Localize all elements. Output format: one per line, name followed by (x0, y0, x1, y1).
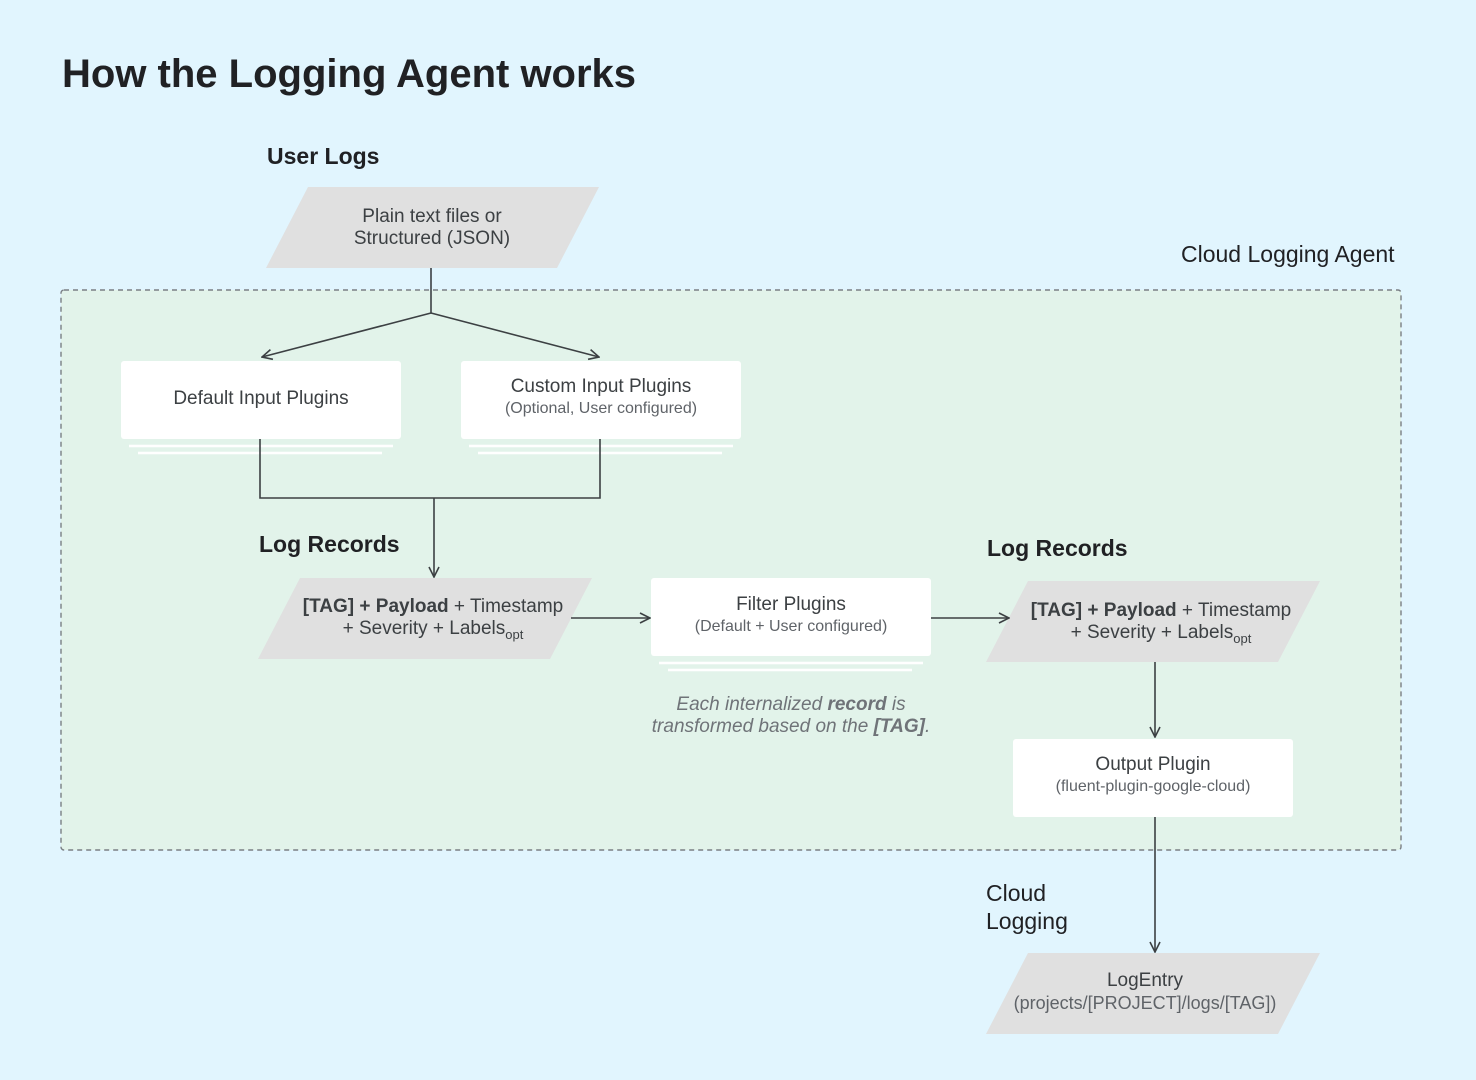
cloud-logging-agent-heading: Cloud Logging Agent (1181, 241, 1395, 267)
record-right-severity-labels: + Severity + Labels (1070, 622, 1234, 643)
transform-note-line1: Each internalized record is (611, 694, 971, 716)
record-left: [TAG] + Payload + Timestamp + Severity +… (275, 596, 591, 646)
record-right-line2: + Severity + Labelsopt (1003, 622, 1319, 650)
record-right-opt: opt (1233, 630, 1252, 646)
note-part4: . (924, 716, 931, 737)
note-part2: is (886, 694, 906, 715)
transform-note: Each internalized record is transformed … (611, 694, 971, 738)
record-left-plus: + (354, 596, 376, 617)
user-logs-source: Plain text files or Structured (JSON) (282, 206, 582, 250)
default-input-label: Default Input Plugins (173, 388, 349, 409)
cloud-logging-heading-line1: Cloud (986, 880, 1047, 906)
output-sublabel: (fluent-plugin-google-cloud) (1055, 778, 1251, 795)
record-right-line1: [TAG] + Payload + Timestamp (1003, 600, 1319, 622)
note-part1: Each internalized (676, 694, 828, 715)
record-left-line2: + Severity + Labelsopt (275, 618, 591, 646)
record-left-shape (258, 578, 592, 659)
record-right-tag: [TAG] (1030, 600, 1083, 621)
transform-note-line2: transformed based on the [TAG]. (611, 716, 971, 738)
note-tag: [TAG] (873, 716, 925, 737)
cloud-logging-heading-line2: Logging (986, 908, 1068, 934)
note-part3: transformed based on the (651, 716, 874, 737)
log-entry: LogEntry (projects/[PROJECT]/logs/[TAG]) (995, 970, 1295, 1014)
log-records-right-heading: Log Records (987, 535, 1128, 561)
output-label: Output Plugin (1095, 754, 1211, 775)
output-box (1013, 739, 1293, 817)
record-right: [TAG] + Payload + Timestamp + Severity +… (1003, 600, 1319, 650)
filter-sublabel: (Default + User configured) (694, 618, 888, 635)
default-input-plugins: Default Input Plugins (121, 388, 401, 410)
filter-plugins: Filter Plugins (Default + User configure… (651, 594, 931, 638)
arrow-to-custom-input (430, 312, 599, 357)
arrow-to-default-input (262, 312, 432, 357)
record-left-payload: Payload (375, 596, 449, 617)
log-entry-label: LogEntry (1106, 970, 1184, 991)
cloud-logging-heading: Cloud Logging (986, 879, 1068, 935)
user-logs-line1: Plain text files or (362, 206, 502, 227)
filter-box (651, 578, 931, 656)
record-left-severity-labels: + Severity + Labels (342, 618, 506, 639)
record-left-line1: [TAG] + Payload + Timestamp (275, 596, 591, 618)
custom-input-label: Custom Input Plugins (510, 376, 692, 397)
connector-inputs-merge (259, 439, 601, 499)
custom-input-box (461, 361, 741, 439)
page-title: How the Logging Agent works (62, 52, 637, 96)
default-input-box (121, 361, 401, 439)
user-logs-line2: Structured (JSON) (353, 228, 511, 249)
output-plugin: Output Plugin (fluent-plugin-google-clou… (1013, 754, 1293, 798)
record-left-opt: opt (505, 626, 524, 642)
record-right-timestamp: + Timestamp (1176, 600, 1292, 621)
record-right-shape (986, 581, 1320, 662)
log-records-left-heading: Log Records (259, 531, 400, 557)
record-right-payload: Payload (1103, 600, 1177, 621)
custom-input-plugins: Custom Input Plugins (Optional, User con… (461, 376, 741, 420)
record-left-timestamp: + Timestamp (448, 596, 564, 617)
record-right-plus: + (1082, 600, 1104, 621)
user-logs-shape (266, 187, 599, 268)
note-record: record (827, 694, 887, 715)
record-left-tag: [TAG] (302, 596, 355, 617)
user-logs-heading: User Logs (267, 143, 380, 169)
custom-input-sublabel: (Optional, User configured) (504, 400, 698, 417)
log-entry-sublabel: (projects/[PROJECT]/logs/[TAG]) (1013, 993, 1277, 1013)
log-entry-shape (986, 953, 1320, 1034)
filter-label: Filter Plugins (736, 594, 846, 615)
